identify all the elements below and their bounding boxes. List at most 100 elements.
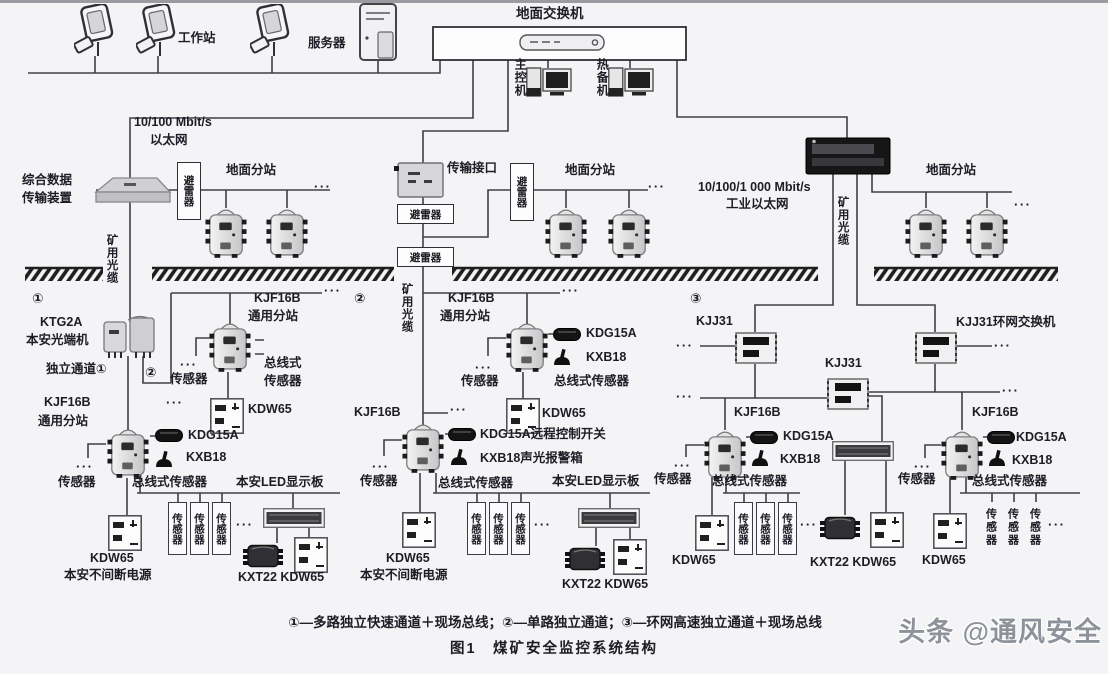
bus-sensor-label: 总线式传感器 <box>972 474 1048 488</box>
ellipsis: ··· <box>674 458 692 473</box>
ethernet-cable-left <box>129 60 474 322</box>
kdw65-power-icon <box>294 537 328 573</box>
kxt22-kdw65-label: KXT22 KDW65 <box>238 570 325 584</box>
kjf16b-label: KJF16B <box>254 291 301 305</box>
kjj31-label: KJJ31 <box>825 356 862 370</box>
kjf16b-substation-icon <box>107 429 149 478</box>
ellipsis: ··· <box>314 179 332 194</box>
bus-sensor-label: 总线式传感器 <box>712 474 788 488</box>
sensor-label: 传感器 <box>898 472 936 486</box>
kdw65-label: KDW65 <box>248 402 292 416</box>
computer-stems <box>547 60 631 68</box>
general-substation-label: 通用分站 <box>248 309 299 323</box>
data-device-label-1: 综合数据 <box>22 173 73 187</box>
ground-substation-icon <box>266 209 308 258</box>
ellipsis: ··· <box>1002 383 1020 398</box>
general-substation-label: 通用分站 <box>38 414 89 428</box>
ground-substation-icon <box>966 209 1008 258</box>
branch3-wires <box>685 345 1080 515</box>
industrial-fiber-down <box>754 174 936 332</box>
industrial-trunk <box>676 60 848 140</box>
led-display-board-icon <box>832 441 894 461</box>
kxb18-alarm-icon <box>554 349 570 365</box>
kdg15a-label: KDG15A <box>1016 430 1067 444</box>
arrester-box: 避雷器 <box>397 247 454 267</box>
ellipsis: ··· <box>236 517 254 532</box>
server-label: 服务器 <box>308 36 346 50</box>
ktg2a-label: KTG2A <box>40 315 83 329</box>
kxb18-label: KXB18 <box>1012 453 1053 467</box>
kjj31-switch-icon <box>827 378 869 410</box>
kjf16b-label: KJF16B <box>448 291 495 305</box>
workstation-icon <box>250 4 291 58</box>
sensor-box: 传感器 <box>734 502 753 555</box>
kxb18-label: KXB18 <box>586 350 627 364</box>
ground-substation-label: 地面分站 <box>226 163 277 177</box>
kdw65-label: KDW65 <box>542 406 586 420</box>
kjf16b-label: KJF16B <box>734 405 781 419</box>
kjf16b-substation-icon <box>704 431 746 480</box>
mid-ground-bus <box>423 189 648 238</box>
kdg15a-icon <box>553 328 581 341</box>
kxb18-alarm-icon <box>989 450 1005 466</box>
industrial-switch-icon <box>805 137 891 175</box>
ktg2a-optical-terminal-icon <box>103 315 155 358</box>
ellipsis: ··· <box>180 357 198 372</box>
sensor-column: 传感器 <box>1028 508 1041 547</box>
kxb18-alarm-icon <box>752 450 768 466</box>
ground-substation-label: 地面分站 <box>565 163 616 177</box>
right-ground-bus <box>871 174 1012 208</box>
bus-sensor-label-1: 总线式 <box>264 356 302 370</box>
branch1-wires <box>87 292 340 543</box>
ktg2a-name-label: 本安光端机 <box>26 333 89 347</box>
industrial-ethernet-speed-label: 10/100/1 000 Mbit/s <box>698 180 811 194</box>
branch2-number: ② <box>354 291 366 306</box>
kdg15a-icon <box>750 431 778 444</box>
server-icon <box>359 3 397 61</box>
figure-caption: 图1 煤矿安全监控系统结构 <box>449 641 659 657</box>
sensor-box: 传感器 <box>489 502 508 555</box>
ethernet-label: 以太网 <box>150 133 188 147</box>
kjf16b-substation-icon <box>506 323 548 372</box>
workstation-label: 工作站 <box>178 31 216 45</box>
surface-lan-cable <box>28 56 441 74</box>
led-board-label: 本安LED显示板 <box>236 475 324 489</box>
kdw65-label: KDW65 <box>90 551 134 565</box>
kxb18-alarm-icon <box>451 449 467 465</box>
kdw65-power-icon <box>695 515 729 551</box>
ethernet-cable-mid <box>422 60 509 427</box>
ups-label: 本安不间断电源 <box>360 568 448 582</box>
sensor-box: 传感器 <box>190 502 209 555</box>
led-board-label: 本安LED显示板 <box>552 474 640 488</box>
kxb18-alarm-icon <box>156 451 172 467</box>
ground-substation-icon <box>545 209 587 258</box>
ellipsis: ··· <box>475 360 493 375</box>
sensor-box: 传感器 <box>756 502 775 555</box>
mine-cable-label: 矿用光缆 <box>105 234 118 284</box>
kdg15a-icon <box>155 429 183 442</box>
kjf16b-label: KJF16B <box>972 405 1019 419</box>
kxb18-label: KXB18 <box>780 452 821 466</box>
bus-sensor-label: 总线式传感器 <box>132 475 208 489</box>
channel2-number: ② <box>145 365 157 380</box>
sensor-box: 传感器 <box>467 502 486 555</box>
sensor-box: 传感器 <box>511 502 530 555</box>
arrester-box: 避雷器 <box>510 163 534 221</box>
kdg15a-label: KDG15A <box>188 428 239 442</box>
sensor-column: 传感器 <box>1006 508 1019 547</box>
ellipsis: ··· <box>372 459 390 474</box>
sensor-label: 传感器 <box>58 475 96 489</box>
ellipsis: ··· <box>676 389 694 404</box>
kjf16b-substation-icon <box>402 424 444 473</box>
ellipsis: ··· <box>562 283 580 298</box>
kdw65-power-icon <box>933 513 967 549</box>
ground-substation-icon <box>608 209 650 258</box>
ground-surface-hatch <box>25 266 1058 281</box>
sensor-label: 传感器 <box>170 372 208 386</box>
kdg15a-label: KDG15A <box>783 429 834 443</box>
workstation-icon <box>136 4 177 58</box>
sensor-label: 传感器 <box>360 474 398 488</box>
led-display-board-icon <box>263 508 325 528</box>
